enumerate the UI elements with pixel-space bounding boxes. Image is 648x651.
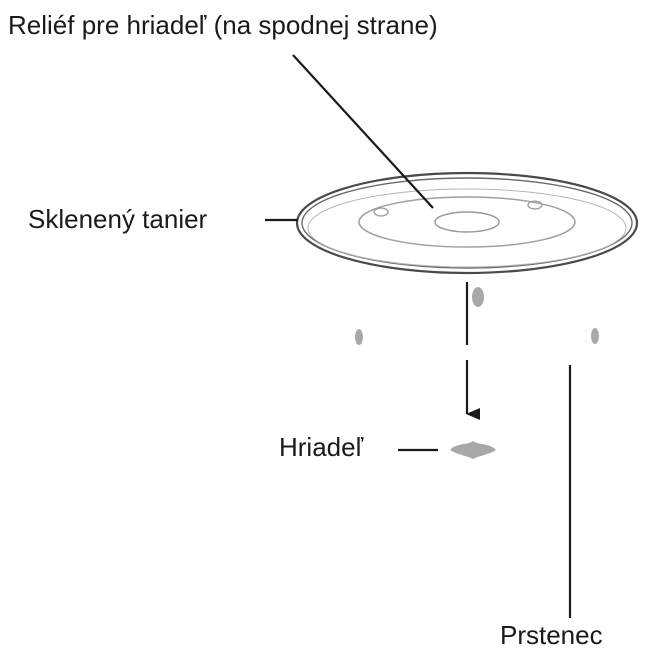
ring-label: Prstenec xyxy=(500,620,603,650)
shaft-label: Hriadeľ xyxy=(279,432,364,462)
roller-ring xyxy=(355,287,599,345)
glass-plate-label: Sklenený tanier xyxy=(28,204,208,234)
relief-label: Reliéf pre hriadeľ (na spodnej strane) xyxy=(8,10,438,40)
relief-leader-line xyxy=(292,54,434,209)
glass-plate xyxy=(295,171,639,275)
shaft-part xyxy=(450,441,496,459)
